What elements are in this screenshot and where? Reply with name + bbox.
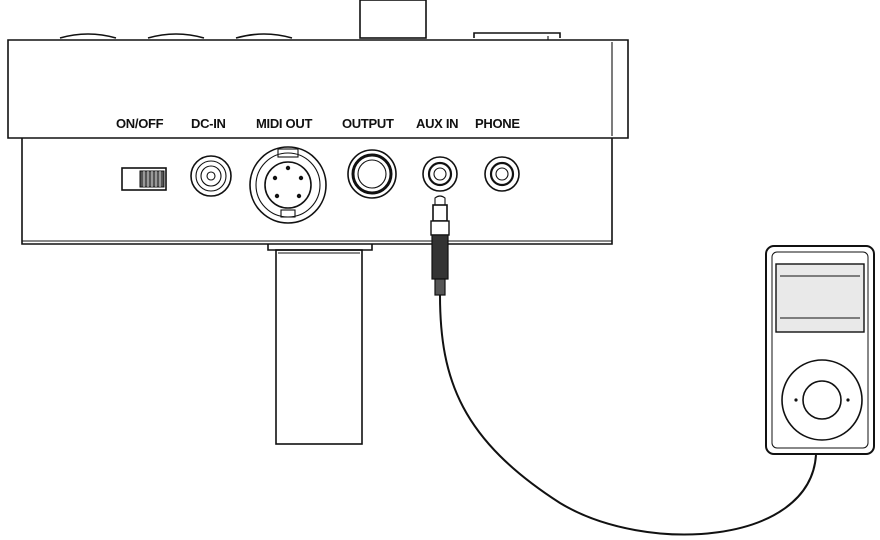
module-body xyxy=(7,36,629,139)
label-phone: PHONE xyxy=(475,116,520,131)
top-knob-tall xyxy=(359,0,427,39)
connector-labels: ON/OFF DC-IN MIDI OUT OUTPUT AUX IN PHON… xyxy=(116,116,521,131)
label-aux-in: AUX IN xyxy=(416,116,458,131)
label-midi-out: MIDI OUT xyxy=(256,116,312,131)
label-output: OUTPUT xyxy=(342,116,394,131)
output-jack-icon[interactable] xyxy=(347,149,397,199)
mount-stand xyxy=(267,244,373,445)
top-knobs xyxy=(59,0,561,39)
power-switch-icon[interactable] xyxy=(121,167,167,191)
music-player-icon[interactable] xyxy=(765,245,875,455)
label-dc-in: DC-IN xyxy=(191,116,226,131)
aux-plug[interactable] xyxy=(430,195,450,296)
dc-jack-icon[interactable] xyxy=(190,155,232,197)
midi-din-icon[interactable] xyxy=(249,146,327,224)
audio-cable xyxy=(439,294,817,536)
label-on-off: ON/OFF xyxy=(116,116,164,131)
phone-jack-icon[interactable] xyxy=(484,156,520,192)
aux-jack-icon[interactable] xyxy=(422,156,458,192)
connector-panel xyxy=(21,138,613,245)
